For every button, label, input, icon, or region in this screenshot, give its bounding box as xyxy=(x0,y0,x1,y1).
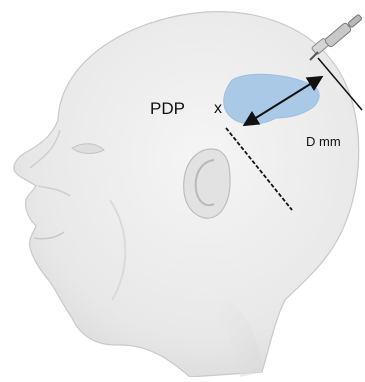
target-marker: x xyxy=(214,101,222,117)
biopsy-needle-icon xyxy=(310,14,362,60)
human-head-icon xyxy=(14,12,359,377)
distance-label: D mm xyxy=(306,135,341,148)
target-label: PDP xyxy=(150,100,185,117)
